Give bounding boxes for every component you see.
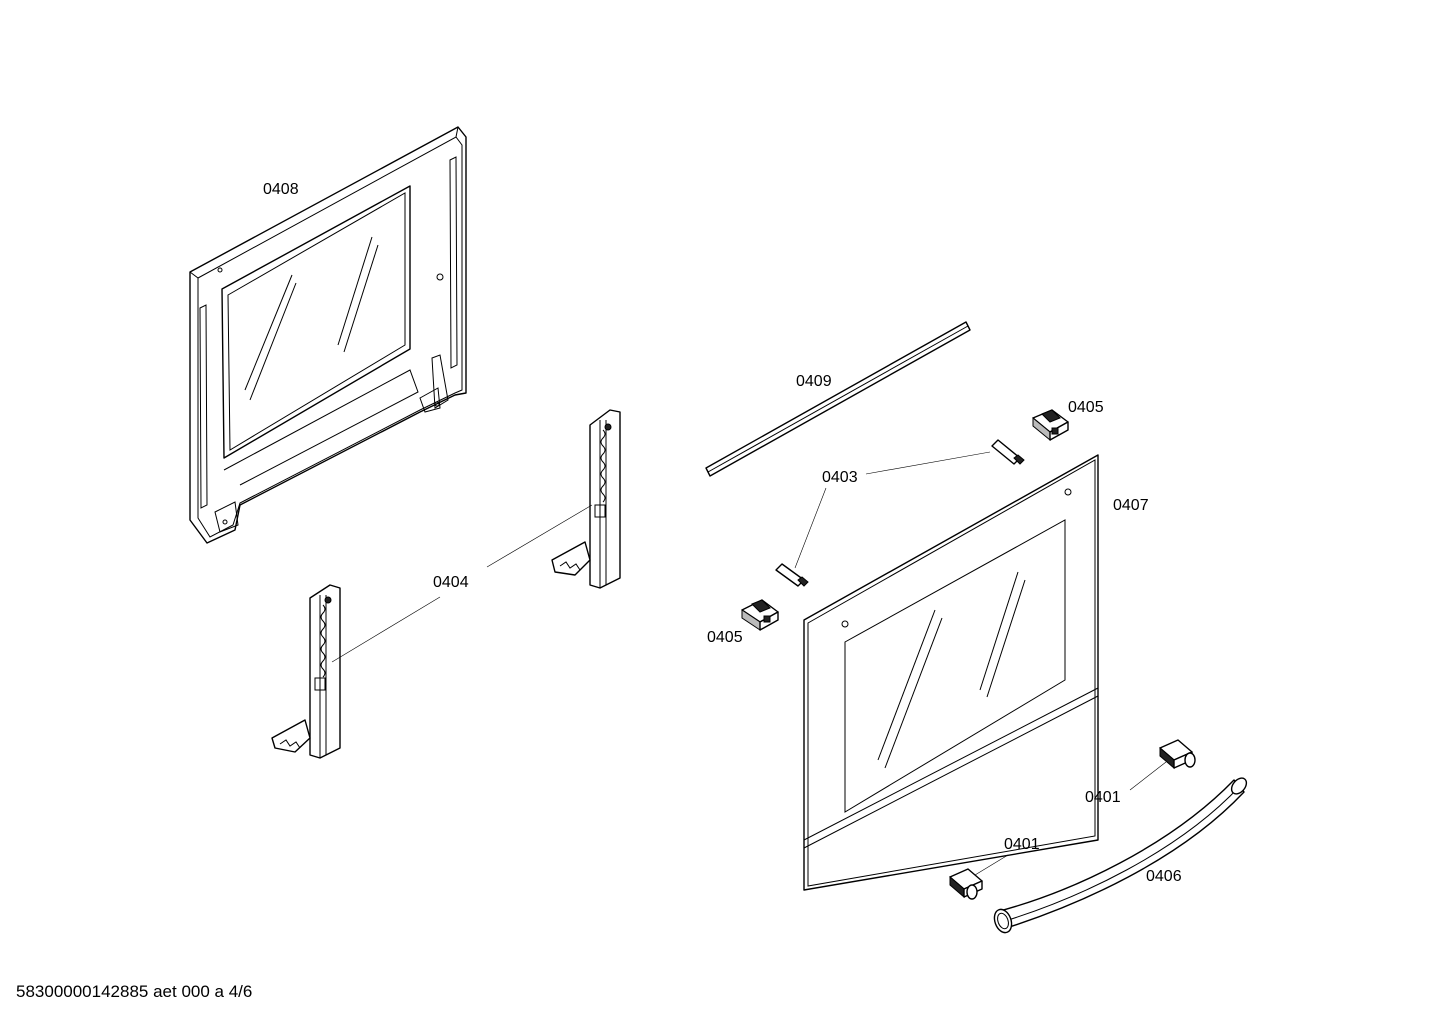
label-0409: 0409 [796, 373, 832, 390]
label-0401-right: 0401 [1085, 789, 1121, 806]
label-0407: 0407 [1113, 497, 1149, 514]
inner-door-frame-0408 [189, 126, 467, 544]
label-0403: 0403 [822, 469, 858, 486]
pin-0403-lower [775, 563, 809, 587]
label-0405-bottom: 0405 [707, 629, 743, 646]
door-hinge-0404-left [271, 584, 341, 759]
door-handle-0406 [993, 777, 1248, 934]
handle-endcap-0401-right [1159, 739, 1196, 770]
hinge-clip-0405-top [1032, 409, 1069, 442]
leader-lines [331, 451, 1167, 876]
pin-0403-upper [991, 439, 1025, 465]
label-0408: 0408 [263, 181, 299, 198]
outer-door-panel-0407 [803, 454, 1099, 891]
label-0405-top: 0405 [1068, 399, 1104, 416]
drawing-code-footer: 58300000142885 aet 000 a 4/6 [16, 982, 252, 1001]
label-0406: 0406 [1146, 868, 1182, 885]
handle-endcap-0401-bottom [949, 868, 983, 900]
label-0401-bottom: 0401 [1004, 836, 1040, 853]
hinge-clip-0405-bottom [741, 599, 779, 631]
label-0404: 0404 [433, 574, 469, 591]
door-hinge-0404-right [551, 409, 621, 589]
door-seal-strip-0409 [705, 321, 971, 477]
